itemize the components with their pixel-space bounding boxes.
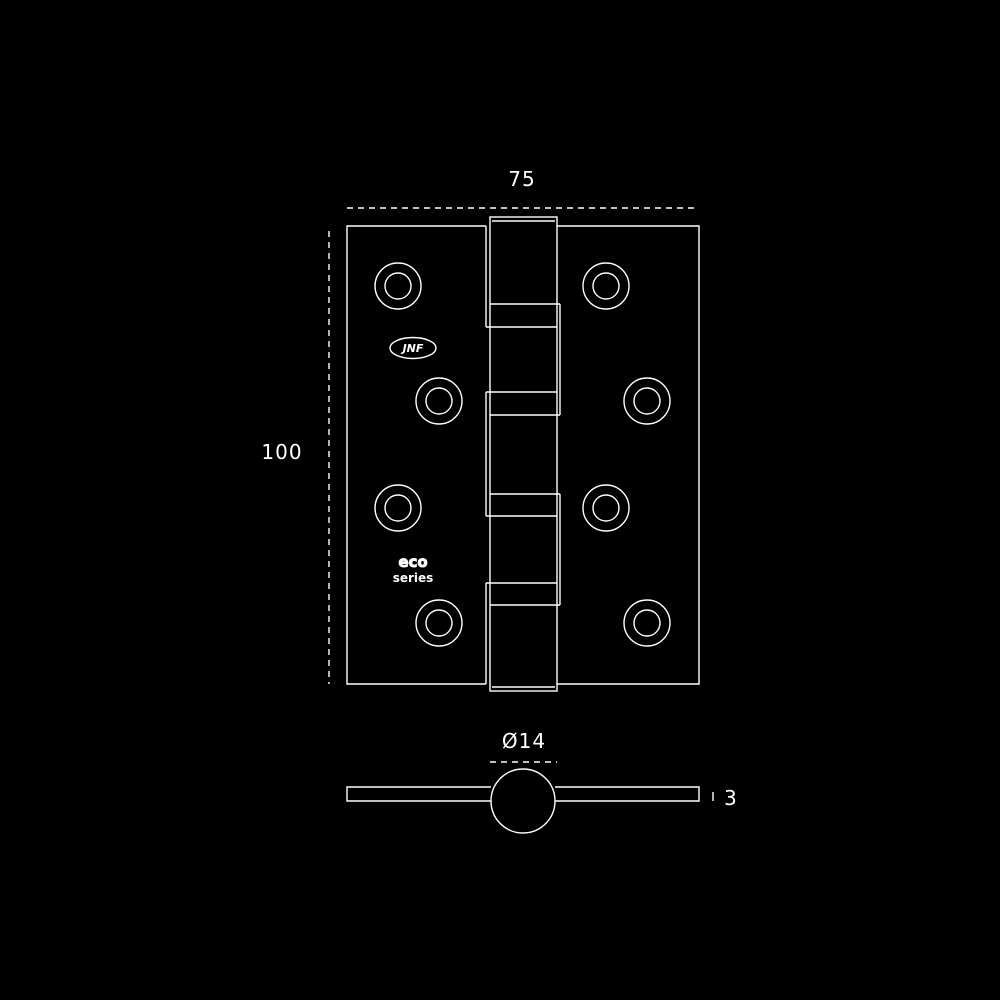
screw-hole — [623, 377, 671, 425]
thickness-label: 3 — [724, 786, 738, 810]
right-leaf — [557, 225, 700, 685]
screw-hole — [582, 262, 630, 310]
screw-hole — [582, 484, 630, 532]
bearing-band-1 — [486, 303, 560, 328]
hinge-top-view — [346, 768, 700, 834]
hinge-front-view: JNF eco series — [346, 216, 700, 692]
screw-hole — [415, 377, 463, 425]
screw-hole — [415, 599, 463, 647]
diameter-label: Ø14 — [502, 729, 546, 753]
series-logo-text: series — [393, 571, 434, 585]
screw-hole — [623, 599, 671, 647]
width-label: 75 — [508, 167, 535, 191]
left-leaf-section — [346, 786, 491, 802]
height-dimension: 100 — [261, 231, 330, 684]
screw-hole — [374, 484, 422, 532]
knuckle-section — [490, 768, 556, 834]
jnf-logo-text: JNF — [401, 342, 424, 355]
bearing-band-3 — [486, 493, 560, 517]
eco-logo-text: eco — [398, 553, 427, 571]
diameter-dimension: Ø14 — [490, 729, 557, 763]
bearing-band-2 — [486, 391, 560, 416]
eco-series-logo: eco series — [393, 553, 434, 585]
thickness-dimension: 3 — [712, 786, 738, 810]
left-leaf — [346, 225, 486, 685]
knuckle-barrel — [485, 216, 561, 692]
screw-hole — [374, 262, 422, 310]
bearing-band-4 — [486, 582, 560, 606]
width-dimension: 75 — [347, 167, 699, 209]
right-leaf-section — [555, 786, 700, 802]
jnf-logo: JNF — [389, 336, 437, 360]
height-label: 100 — [261, 440, 302, 464]
